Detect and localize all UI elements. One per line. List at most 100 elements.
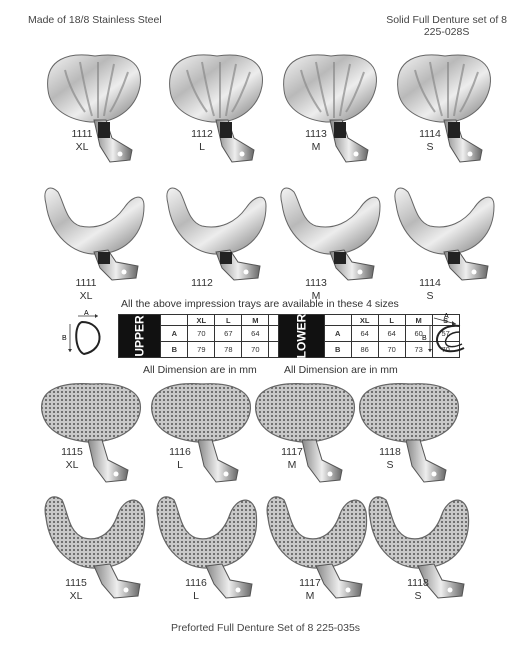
lower-row-key: B xyxy=(323,341,352,358)
tray-code: 1115 xyxy=(65,577,87,589)
lower-dimension-note: All Dimension are in mm xyxy=(284,364,398,376)
svg-text:A: A xyxy=(444,313,449,320)
tray-code: 1112 xyxy=(191,128,213,140)
upper-header-l: L xyxy=(214,314,243,326)
tray-code: 1118 xyxy=(379,446,401,458)
perforated-lower-tray-image xyxy=(262,488,372,608)
solid-upper-tray-image xyxy=(40,50,150,170)
upper-header-m: M xyxy=(241,314,270,326)
tray-code: 1118 xyxy=(407,577,429,589)
header-set-title: Solid Full Denture set of 8 225-028S xyxy=(386,14,507,38)
solid-lower-tray-image xyxy=(40,182,150,287)
upper-cell: 67 xyxy=(214,325,243,342)
header-set-code: 225-028S xyxy=(423,26,470,38)
perforated-upper-tray-image xyxy=(250,378,360,488)
tray-size: S xyxy=(426,141,434,153)
upper-row-key: B xyxy=(160,341,189,358)
lower-cell: 70 xyxy=(377,341,406,358)
tray-size: XL xyxy=(65,459,79,471)
tray-code: 1112 xyxy=(191,277,213,289)
upper-cell: 64 xyxy=(241,325,270,342)
upper-table-label: UPPER xyxy=(117,314,162,358)
tray-size: M xyxy=(311,141,321,153)
solid-upper-tray-image xyxy=(276,50,386,170)
footer-set-title: Preforted Full Denture Set of 8 225-035s xyxy=(170,622,361,634)
lower-cell: 73 xyxy=(404,341,433,358)
upper-cell: 79 xyxy=(187,341,216,358)
upper-dimension-table: UPPER XL L M S A 70 67 64 60 B 79 78 70 … xyxy=(117,314,297,358)
tray-code: 1111 xyxy=(75,277,97,289)
tray-code: 1114 xyxy=(419,277,441,289)
solid-upper-tray-image xyxy=(390,50,500,170)
lower-header-l: L xyxy=(377,314,406,326)
lower-tray-dimension-diagram: A B xyxy=(422,313,465,353)
lower-header-xl: XL xyxy=(350,314,379,326)
tray-code: 1113 xyxy=(305,277,327,289)
tray-size: S xyxy=(414,590,422,602)
tray-code: 1117 xyxy=(299,577,321,589)
solid-lower-tray-image xyxy=(162,182,272,287)
upper-row-key: A xyxy=(160,325,189,342)
upper-cell: 70 xyxy=(241,341,270,358)
tray-code: 1115 xyxy=(61,446,83,458)
tray-code: 1113 xyxy=(305,128,327,140)
header-material-text: Made of 18/8 Stainless Steel xyxy=(28,14,162,26)
solid-upper-tray-image xyxy=(162,50,272,170)
perforated-upper-tray-image xyxy=(354,378,464,488)
lower-cell: 86 xyxy=(350,341,379,358)
perforated-lower-tray-image xyxy=(40,488,150,608)
upper-dimension-note: All Dimension are in mm xyxy=(143,364,257,376)
tray-size: M xyxy=(287,459,297,471)
upper-tray-dimension-diagram: A B xyxy=(62,310,101,356)
header-set-name: Solid Full Denture set of 8 xyxy=(386,14,507,26)
tray-code: 1116 xyxy=(185,577,207,589)
perforated-lower-tray-image xyxy=(364,488,474,608)
lower-cell: 64 xyxy=(350,325,379,342)
tray-size: S xyxy=(426,290,434,302)
solid-lower-tray-image xyxy=(390,182,500,287)
lower-cell: 64 xyxy=(377,325,406,342)
svg-text:B: B xyxy=(422,335,427,342)
upper-cell: 70 xyxy=(187,325,216,342)
tray-size: XL xyxy=(75,141,89,153)
availability-note: All the above impression trays are avail… xyxy=(121,298,399,310)
tray-code: 1114 xyxy=(419,128,441,140)
tray-size: XL xyxy=(69,590,83,602)
upper-cell: 78 xyxy=(214,341,243,358)
perforated-lower-tray-image xyxy=(152,488,262,608)
tray-size: S xyxy=(386,459,394,471)
lower-table-label: LOWER xyxy=(278,314,325,358)
tray-code: 1117 xyxy=(281,446,303,458)
tray-size: M xyxy=(305,590,315,602)
tray-size: L xyxy=(199,141,205,153)
tray-size: L xyxy=(193,590,199,602)
lower-row-key: A xyxy=(323,325,352,342)
tray-size: L xyxy=(177,459,183,471)
tray-size: XL xyxy=(79,290,93,302)
svg-text:B: B xyxy=(62,335,67,342)
perforated-upper-tray-image xyxy=(36,378,146,488)
solid-lower-tray-image xyxy=(276,182,386,287)
tray-code: 1111 xyxy=(71,128,93,140)
svg-text:A: A xyxy=(84,310,89,317)
upper-header-xl: XL xyxy=(187,314,216,326)
tray-size: M xyxy=(311,290,321,302)
tray-code: 1116 xyxy=(169,446,191,458)
perforated-upper-tray-image xyxy=(146,378,256,488)
tray-label: 1112 xyxy=(182,277,222,303)
